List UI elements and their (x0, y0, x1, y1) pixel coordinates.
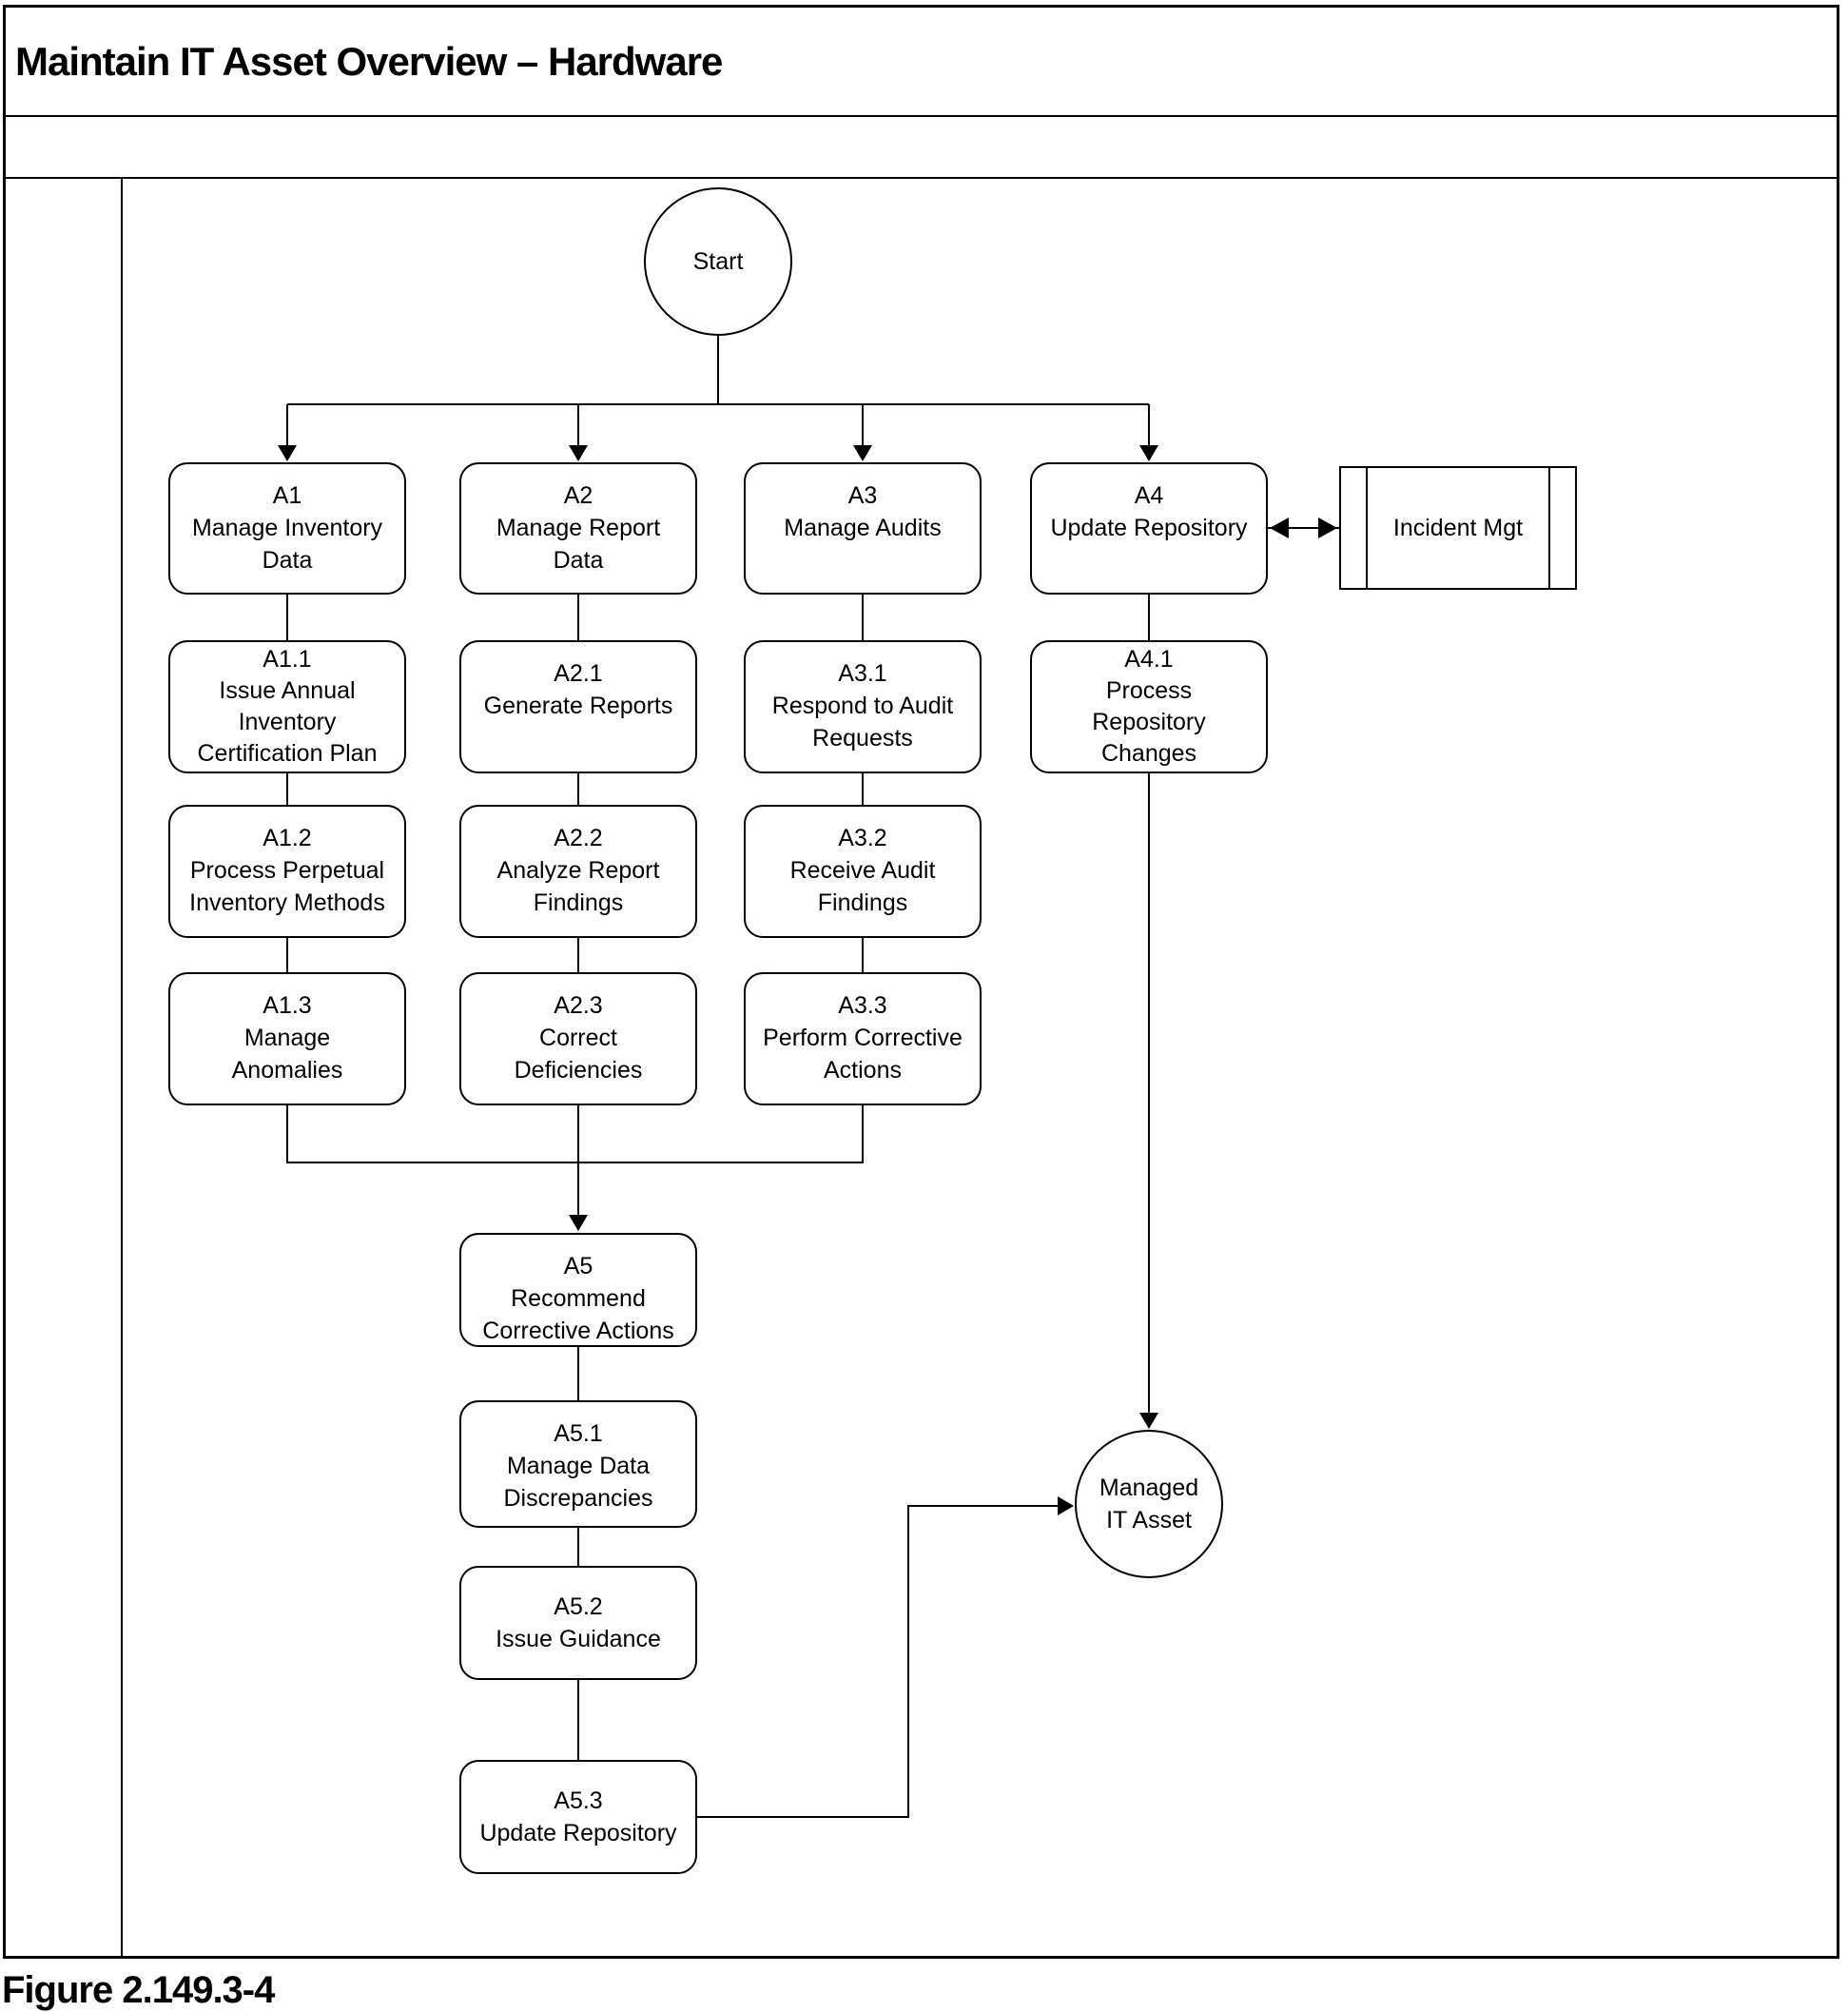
node-a1-3-id: A1.3 (263, 992, 312, 1019)
node-a5-3: A5.3 Update Repository (459, 1760, 697, 1874)
node-a1-1: A1.1 Issue Annual Inventory Certificatio… (168, 640, 406, 773)
figure-caption: Figure 2.149.3-4 (2, 1969, 275, 2011)
external-entity-bar-left (1366, 468, 1368, 588)
node-a2-1: A2.1 Generate Reports (459, 640, 697, 773)
node-a1-label: Manage Inventory Data (191, 515, 383, 574)
node-a1-3: A1.3 Manage Anomalies (168, 972, 406, 1105)
node-a3-id: A3 (847, 482, 878, 509)
node-a4: A4 Update Repository (1030, 462, 1268, 595)
node-a3-2: A3.2 Receive Audit Findings (744, 805, 982, 938)
end-node-label: Managed IT Asset (1099, 1475, 1199, 1533)
node-a1-3-label: Manage Anomalies (231, 1025, 343, 1084)
external-entity-bar-right (1548, 468, 1550, 588)
start-node: Start (644, 187, 792, 336)
title-bar: Maintain IT Asset Overview – Hardware (6, 8, 1839, 115)
node-a3-label: Manage Audits (784, 515, 942, 541)
start-node-label: Start (692, 248, 744, 275)
node-a3-3-label: Perform Corrective Actions (763, 1025, 963, 1084)
node-a1-2-label: Process Perpetual Inventory Methods (189, 857, 385, 916)
node-a2-3-id: A2.3 (554, 992, 603, 1019)
node-a3-2-label: Receive Audit Findings (789, 857, 936, 916)
node-a1-1-id: A1.1 (263, 646, 312, 673)
node-a5-id: A5 (563, 1253, 593, 1279)
node-a1-2: A1.2 Process Perpetual Inventory Methods (168, 805, 406, 938)
node-a1: A1 Manage Inventory Data (168, 462, 406, 595)
node-a2-3-label: Correct Deficiencies (514, 1025, 643, 1084)
node-a3: A3 Manage Audits (744, 462, 982, 595)
node-a1-1-label: Issue Annual Inventory Certification Pla… (197, 677, 378, 767)
node-a3-3: A3.3 Perform Corrective Actions (744, 972, 982, 1105)
external-entity-label: Incident Mgt (1392, 515, 1524, 541)
node-a5-label: Recommend Corrective Actions (482, 1285, 674, 1344)
node-a2-3: A2.3 Correct Deficiencies (459, 972, 697, 1105)
end-node: Managed IT Asset (1075, 1430, 1223, 1578)
node-a1-id: A1 (272, 482, 302, 509)
node-a2: A2 Manage Report Data (459, 462, 697, 595)
lane-divider (121, 177, 123, 1959)
node-a2-1-label: Generate Reports (483, 693, 673, 719)
node-a3-1-label: Respond to Audit Requests (771, 693, 954, 752)
node-a2-2-id: A2.2 (554, 825, 603, 851)
node-a4-1-id: A4.1 (1124, 646, 1174, 673)
node-a2-2-label: Analyze Report Findings (496, 857, 660, 916)
node-a4-id: A4 (1134, 482, 1164, 509)
subheader-divider (3, 177, 1839, 179)
node-a3-3-id: A3.3 (838, 992, 887, 1019)
node-a2-label: Manage Report Data (496, 515, 661, 574)
node-a5-2-id: A5.2 (554, 1593, 603, 1620)
node-a5-1-label: Manage Data Discrepancies (503, 1453, 653, 1512)
external-entity-incident-mgt: Incident Mgt (1339, 466, 1577, 590)
node-a5: A5 Recommend Corrective Actions (459, 1233, 697, 1347)
node-a3-1: A3.1 Respond to Audit Requests (744, 640, 982, 773)
node-a1-2-id: A1.2 (263, 825, 312, 851)
node-a5-2: A5.2 Issue Guidance (459, 1566, 697, 1680)
page-title: Maintain IT Asset Overview – Hardware (15, 38, 723, 84)
node-a2-1-id: A2.1 (554, 660, 603, 687)
node-a5-3-label: Update Repository (479, 1820, 677, 1846)
node-a5-3-id: A5.3 (554, 1787, 603, 1814)
node-a2-2: A2.2 Analyze Report Findings (459, 805, 697, 938)
title-divider (3, 115, 1839, 117)
node-a4-label: Update Repository (1050, 515, 1248, 541)
node-a5-1: A5.1 Manage Data Discrepancies (459, 1400, 697, 1528)
node-a3-2-id: A3.2 (838, 825, 887, 851)
node-a5-1-id: A5.1 (554, 1420, 603, 1447)
node-a5-2-label: Issue Guidance (496, 1626, 661, 1652)
node-a2-id: A2 (563, 482, 593, 509)
node-a4-1: A4.1 Process Repository Changes (1030, 640, 1268, 773)
node-a4-1-label: Process Repository Changes (1092, 677, 1206, 767)
node-a3-1-id: A3.1 (838, 660, 887, 687)
